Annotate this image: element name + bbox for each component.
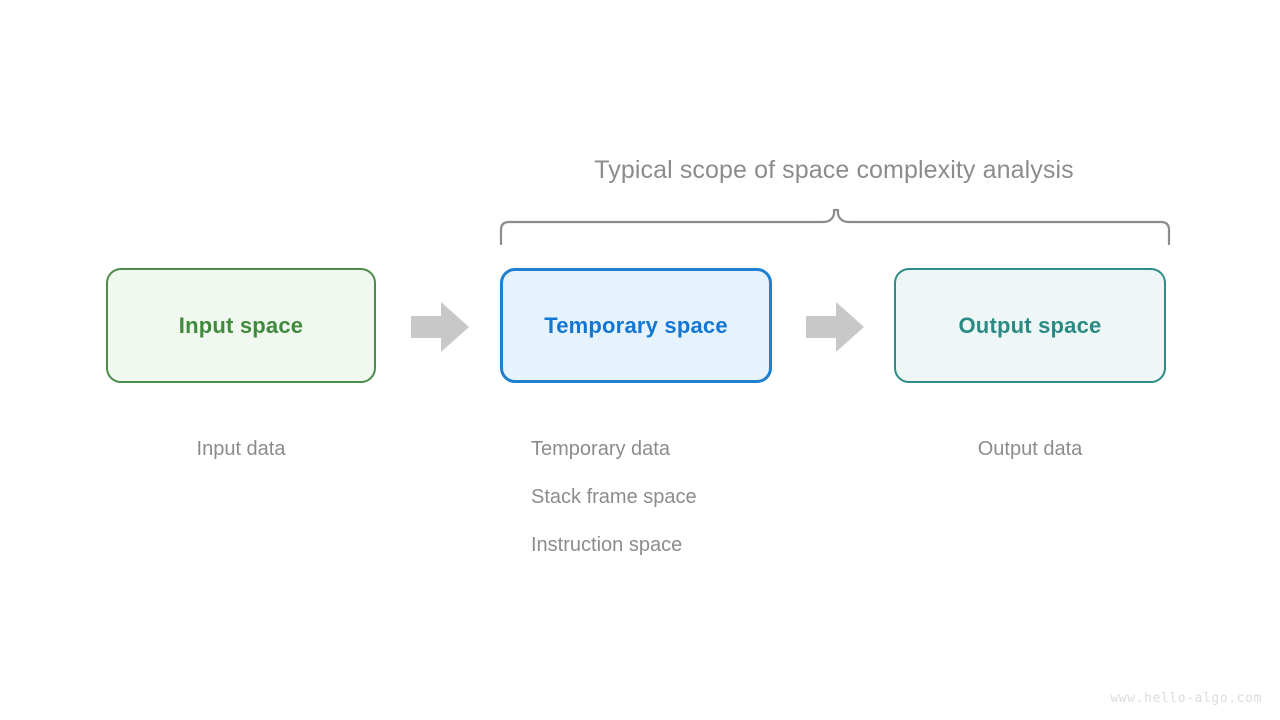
scope-title: Typical scope of space complexity analys… (594, 156, 1074, 184)
box-input-space-label: Input space (178, 312, 304, 338)
watermark: www.hello-algo.com (1110, 691, 1262, 706)
box-temporary-space-label: Temporary space (544, 312, 728, 338)
scope-brace (494, 200, 1178, 248)
box-output-space[interactable]: Output space (894, 268, 1166, 383)
arrow-input-to-temporary-icon (411, 302, 469, 352)
arrow-temporary-to-output-icon (806, 302, 864, 352)
box-temporary-space[interactable]: Temporary space (500, 268, 772, 383)
box-input-space[interactable]: Input space (106, 268, 376, 383)
caption-temporary-line-2: Stack frame space (531, 486, 697, 508)
caption-output-line-1: Output data (977, 438, 1083, 460)
caption-temporary-line-3: Instruction space (531, 534, 683, 556)
caption-output-column: Output data (894, 425, 1166, 473)
box-output-space-label: Output space (958, 312, 1102, 338)
caption-input-line-1: Input data (196, 438, 286, 460)
caption-input-column: Input data (106, 425, 376, 473)
caption-temporary-column: Temporary data Stack frame space Instruc… (531, 425, 697, 569)
caption-temporary-line-1: Temporary data (531, 438, 670, 460)
